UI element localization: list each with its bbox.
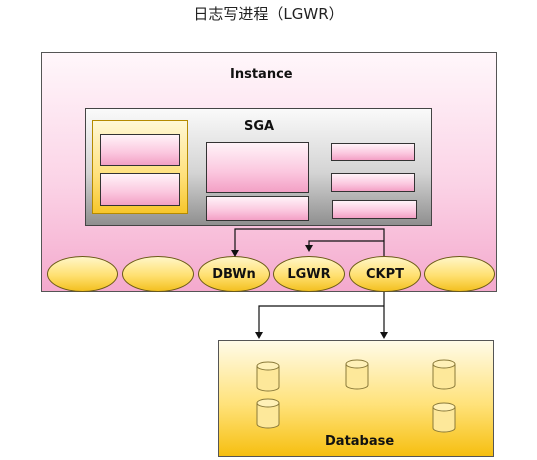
process-lgwr: LGWR bbox=[273, 256, 345, 292]
arrowhead-icon bbox=[305, 245, 313, 252]
sga-label: SGA bbox=[244, 119, 275, 134]
database-branch-line bbox=[258, 305, 384, 336]
ckpt-to-lgwr-line bbox=[308, 240, 384, 248]
redo-buffer-2 bbox=[331, 173, 415, 192]
buffer-cache-box bbox=[206, 142, 309, 193]
instance-label: Instance bbox=[230, 67, 293, 82]
cylinder-icon bbox=[432, 402, 456, 433]
arrowhead-icon bbox=[231, 250, 239, 257]
process-ellipse-2 bbox=[122, 256, 194, 292]
cylinder-icon bbox=[432, 359, 456, 390]
ckpt-to-dbwn-line bbox=[234, 228, 385, 256]
process-ellipse-6 bbox=[424, 256, 495, 292]
database-label: Database bbox=[325, 434, 395, 449]
arrowhead-icon bbox=[380, 332, 388, 339]
redo-buffer-3 bbox=[332, 200, 417, 219]
cylinder-icon bbox=[256, 361, 280, 392]
process-dbwn: DBWn bbox=[198, 256, 270, 292]
cylinder-icon bbox=[345, 359, 369, 390]
shared-pool-buffer-2 bbox=[100, 173, 180, 206]
diagram-title: 日志写进程（LGWR） bbox=[193, 5, 344, 23]
redo-buffer-1 bbox=[331, 143, 415, 161]
shared-pool-buffer-1 bbox=[100, 134, 180, 166]
process-ellipse-1 bbox=[47, 256, 118, 292]
cylinder-icon bbox=[256, 398, 280, 429]
process-ckpt: CKPT bbox=[349, 256, 421, 292]
arrowhead-icon bbox=[255, 332, 263, 339]
buffer-cache-box-lower bbox=[206, 196, 309, 221]
database-box bbox=[218, 340, 494, 457]
